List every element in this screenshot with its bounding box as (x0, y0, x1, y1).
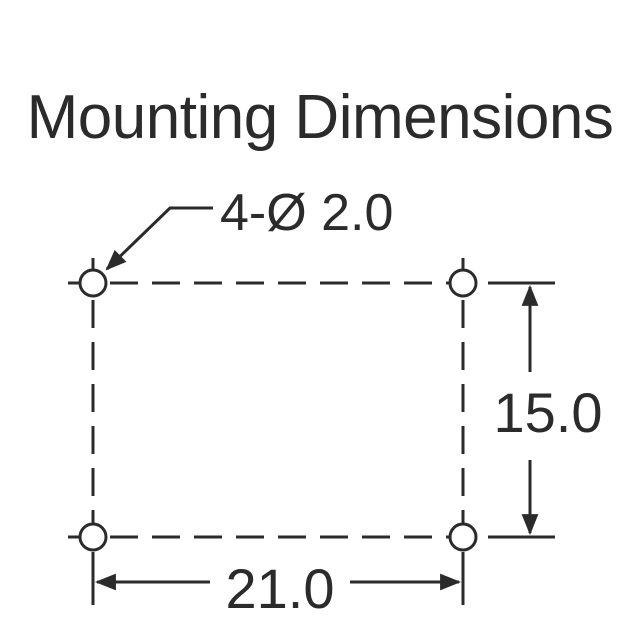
hole-bottom-left (78, 522, 108, 552)
hole-top-right (448, 268, 478, 298)
hole-callout-label: 4-Ø 2.0 (220, 184, 393, 242)
hole-top-left (78, 268, 108, 298)
width-dimension-label: 21.0 (226, 557, 335, 620)
hole-bottom-right (448, 522, 478, 552)
height-dimension-label: 15.0 (494, 381, 603, 444)
diagram-title: Mounting Dimensions (26, 83, 614, 152)
hole-callout-leader (105, 206, 213, 271)
